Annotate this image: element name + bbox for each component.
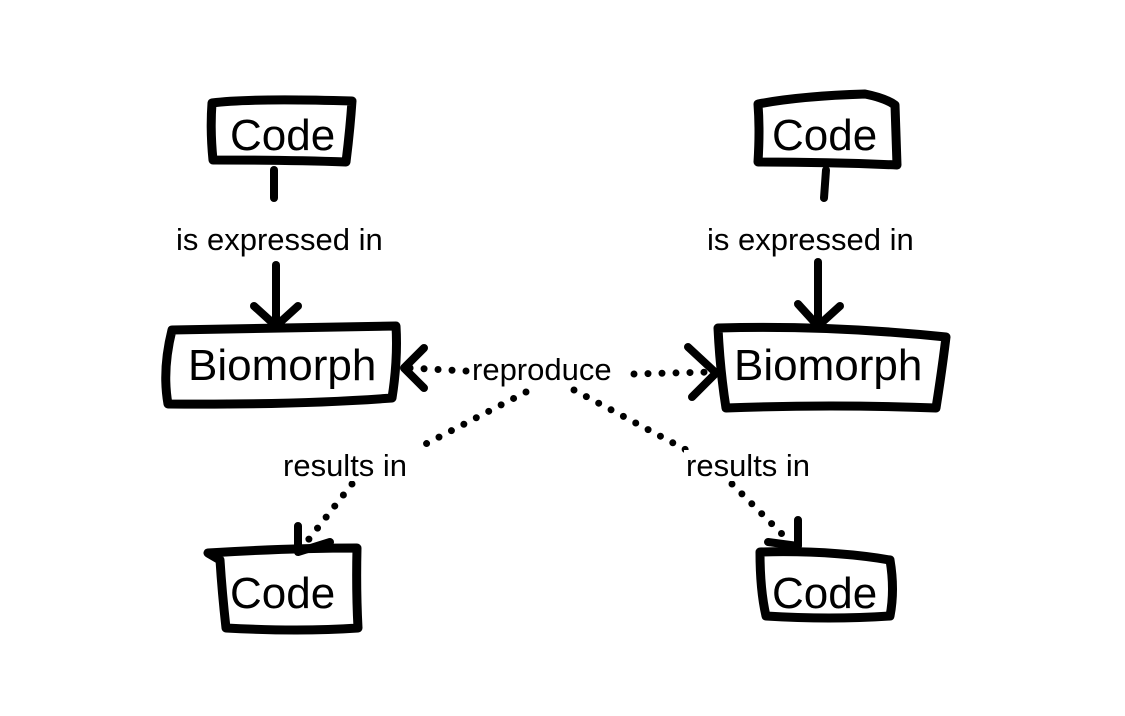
results-right-arrowhead	[764, 516, 802, 550]
results-left-dotted-line-lower	[298, 480, 356, 552]
code-bottom-right-label: Code	[772, 569, 878, 618]
results-left-dotted-line-upper	[414, 388, 530, 452]
reproduce-right-arrowhead	[684, 343, 720, 401]
results-right-dotted-line-upper	[570, 386, 694, 456]
reproduce-left-dotted-line	[406, 364, 470, 375]
biomorph-left-box	[161, 321, 401, 409]
reproduce-left-arrowhead	[400, 344, 428, 392]
edge-label-results-right: results in	[684, 448, 813, 483]
biomorph-left-label: Biomorph	[188, 341, 377, 390]
edge-label-expressed-left: is expressed in	[174, 222, 385, 257]
reproduce-right-dotted-line	[630, 368, 716, 378]
biomorph-right-box	[713, 322, 951, 413]
edge-label-results-left: results in	[281, 448, 410, 483]
code-top-right-label: Code	[772, 111, 878, 160]
code-top-right-box	[753, 89, 902, 170]
biomorph-right-label: Biomorph	[734, 341, 923, 390]
code-bottom-right-box	[755, 547, 897, 623]
code-top-left-box	[206, 95, 357, 167]
expressed-left-arrowhead	[250, 302, 302, 330]
edge-label-expressed-right: is expressed in	[705, 222, 916, 257]
results-left-arrowhead	[294, 522, 334, 556]
code-top-left-label: Code	[230, 111, 336, 160]
code-bottom-left-label: Code	[230, 569, 336, 618]
edge-label-reproduce: reproduce	[470, 352, 614, 387]
expressed-right-arrow-line-upper	[820, 166, 830, 202]
expressed-right-arrowhead	[794, 300, 844, 330]
results-right-dotted-line-lower	[728, 480, 792, 544]
